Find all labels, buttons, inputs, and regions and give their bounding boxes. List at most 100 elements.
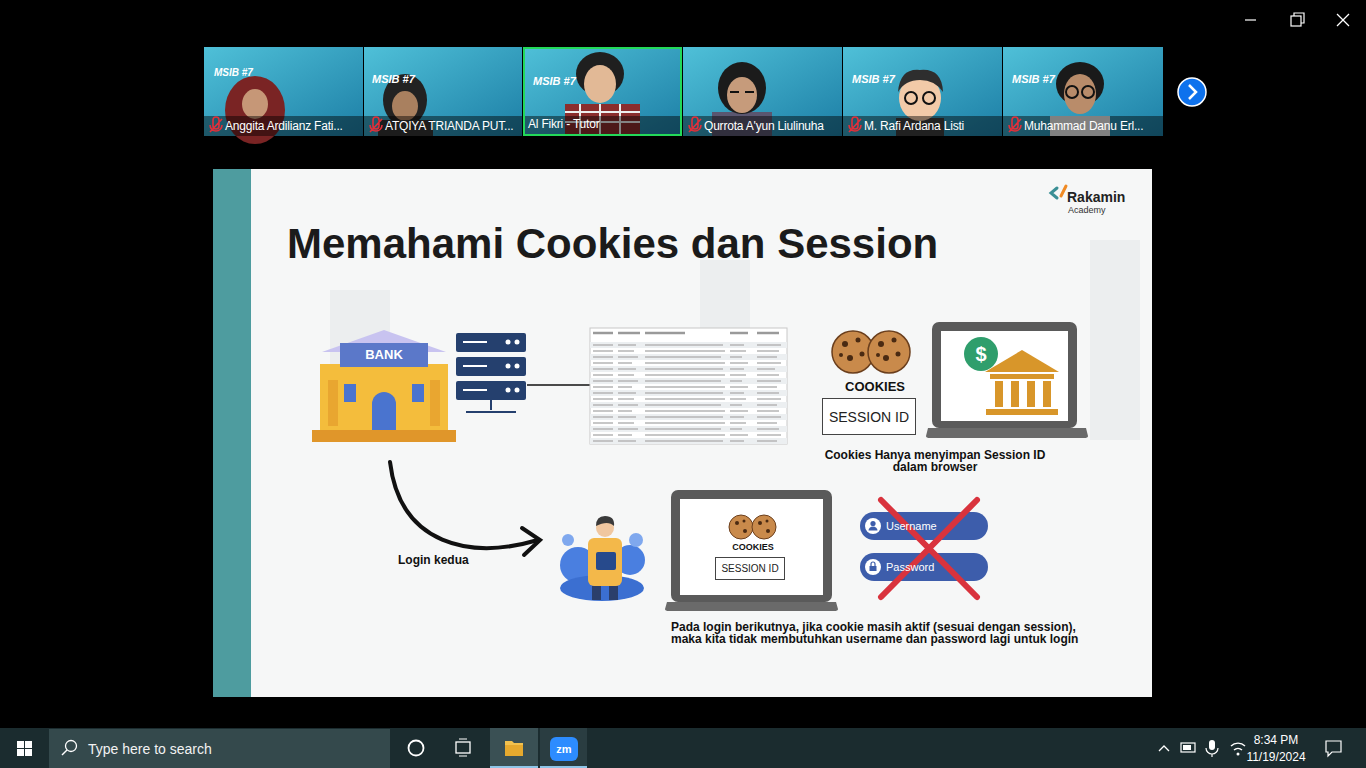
participant-tile: Qurrota A'yun Liulinuha <box>683 47 842 136</box>
g-part <box>590 354 787 360</box>
window-controls-part <box>1245 19 1256 20</box>
g-part <box>766 520 769 523</box>
laptop-bank-part <box>1011 381 1019 407</box>
arrow-label: Login kedua <box>398 553 469 567</box>
video-tiles-part <box>843 47 1002 136</box>
g-part <box>766 529 770 533</box>
participant-faces-part <box>584 65 616 103</box>
login-form-pills-part <box>871 562 875 566</box>
g-part <box>593 332 779 335</box>
slide-title: Memahami Cookies dan Session <box>287 220 938 268</box>
g-part <box>593 362 781 364</box>
participant-faces-part <box>1082 86 1094 98</box>
g-part <box>883 355 889 361</box>
g-part <box>593 392 779 394</box>
bank-building-part <box>412 384 424 402</box>
g-part <box>590 426 787 432</box>
login-form-pills-part <box>865 559 881 575</box>
g-part <box>590 390 787 396</box>
participant-faces-part <box>730 91 754 93</box>
cookie-note: Cookies Hanya menyimpan Session ID dalam… <box>810 449 1060 473</box>
slide-background-part <box>213 169 251 697</box>
participant-name: Al Fikri - Tutor <box>528 116 599 132</box>
muted-mic-icons-part <box>689 117 701 132</box>
taskbar-part <box>1231 743 1245 750</box>
bank-building <box>312 330 456 442</box>
g <box>593 332 779 335</box>
slide-background-part <box>213 169 1152 697</box>
participant-faces-part <box>727 77 757 113</box>
g-part <box>892 338 897 343</box>
slide-background <box>213 169 1152 697</box>
next-page-button-part <box>1189 85 1196 99</box>
laptop-bank-part <box>985 350 1059 372</box>
event-tag: MSIB #7 <box>372 73 415 86</box>
g-part <box>842 341 848 347</box>
g <box>593 345 781 441</box>
login-arrow <box>390 462 540 555</box>
event-tag: MSIB #7 <box>1012 73 1055 86</box>
person-illustration-part <box>596 552 616 570</box>
field-placeholder: Password <box>886 561 934 573</box>
video-tiles-part <box>683 47 842 136</box>
bank-building-part <box>430 380 440 426</box>
laptop-cookie <box>665 490 838 611</box>
taskbar-part <box>1206 748 1218 757</box>
session-id-text: SESSION ID <box>721 564 778 574</box>
server-rack-part <box>466 400 516 412</box>
g-part <box>593 356 777 358</box>
window-controls-part <box>1291 16 1301 26</box>
login-field: Username <box>860 512 988 540</box>
bank-building-part <box>328 380 338 426</box>
g <box>839 338 901 362</box>
video-tiles-part <box>1003 47 1163 136</box>
participant-faces-part <box>898 70 943 92</box>
laptop-bank-part <box>1043 381 1051 407</box>
g-part <box>17 749 24 756</box>
event-tag: MSIB #7 <box>533 75 576 88</box>
cookie-icons-part <box>868 331 910 373</box>
g-part <box>590 414 787 420</box>
name-bars-part <box>1003 116 1163 136</box>
g <box>590 342 787 444</box>
person-illustration <box>560 516 645 601</box>
g-part <box>590 366 787 372</box>
g-part <box>758 521 762 525</box>
login-field: Password <box>860 553 988 581</box>
laptop-cookie-part <box>729 515 753 539</box>
login-form-pills-part <box>870 521 875 526</box>
clock-date: 11/19/2024 <box>1246 750 1305 764</box>
logo-subtitle: Academy <box>1068 205 1106 215</box>
server-rack-part <box>506 388 511 393</box>
g-part <box>735 521 739 525</box>
window-controls-part <box>1337 14 1349 26</box>
database-table <box>590 328 787 444</box>
name-bars-part <box>523 116 682 136</box>
note-text: Pada login berikutnya, jika cookie masih… <box>671 621 1101 645</box>
event-tag: MSIB #7 <box>852 73 895 86</box>
g <box>735 520 770 534</box>
window-controls-part <box>1294 13 1304 23</box>
g-part <box>878 341 884 347</box>
next-page-button-part <box>1178 78 1206 106</box>
g <box>17 741 32 756</box>
g-part <box>593 344 781 346</box>
video-tiles-part <box>523 47 682 136</box>
laptop-cookie-part <box>680 499 823 595</box>
g-part <box>593 434 781 436</box>
bank-building-part <box>312 430 456 442</box>
person-illustration-part <box>592 586 601 600</box>
participant-name: Muhammad Danu Erl... <box>1024 118 1143 134</box>
session-id-box: SESSION ID <box>822 398 916 435</box>
person-illustration-part <box>562 534 574 546</box>
server-rack <box>456 333 590 412</box>
taskbar-part <box>66 741 77 752</box>
name-bars-part <box>843 116 1002 136</box>
login-form-pills-part <box>870 566 877 571</box>
muted-mic-icons-part <box>1009 117 1021 132</box>
participant-faces-part <box>718 62 766 114</box>
laptop-bank-part <box>932 322 1077 428</box>
bank-building-part <box>344 384 356 402</box>
